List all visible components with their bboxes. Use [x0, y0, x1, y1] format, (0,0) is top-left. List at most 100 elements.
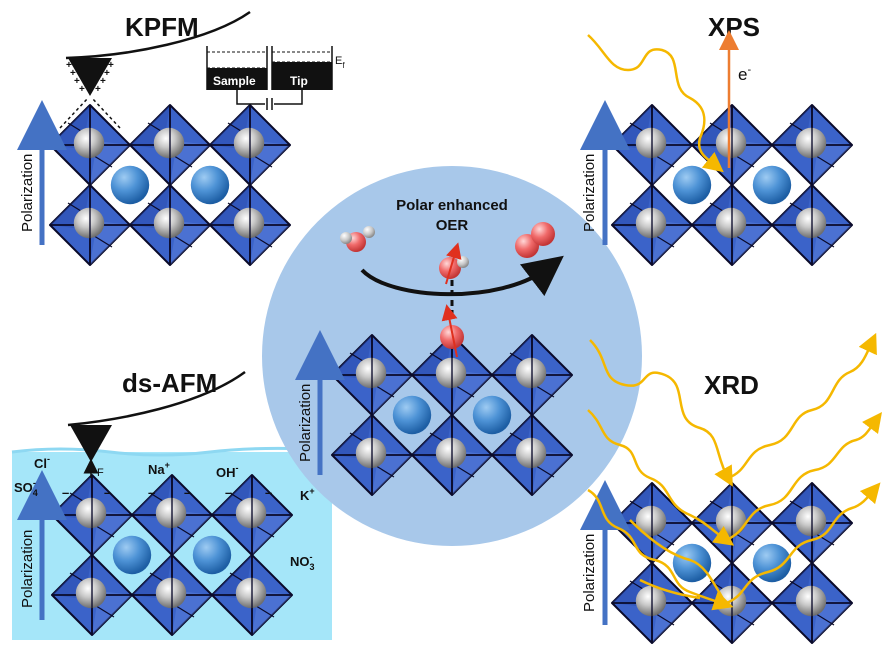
b-site-atom — [233, 207, 265, 239]
polarization-label-xps: Polarization — [581, 154, 598, 232]
octahedron — [611, 184, 693, 266]
svg-text:+: + — [108, 60, 114, 71]
a-site-atom — [752, 165, 792, 205]
b-site-atom — [795, 207, 827, 239]
a-site-atom — [472, 395, 512, 435]
lattice-center — [331, 334, 573, 496]
svg-text:+: + — [79, 84, 85, 95]
octahedron — [691, 184, 773, 266]
center-title-line2: OER — [436, 217, 469, 234]
svg-text:+: + — [100, 76, 106, 87]
octahedron — [611, 562, 693, 644]
b-site-atom — [153, 127, 185, 159]
b-site-atom — [235, 577, 267, 609]
b-site-atom — [155, 577, 187, 609]
svg-text:–: – — [184, 485, 191, 500]
b-site-atom — [795, 127, 827, 159]
octahedron — [491, 414, 573, 496]
svg-text:+: + — [74, 76, 80, 87]
oer-cycle-arrow — [360, 255, 564, 297]
b-site-atom — [515, 357, 547, 389]
octahedron — [611, 104, 693, 186]
svg-text:–: – — [62, 485, 69, 500]
b-site-atom — [635, 505, 667, 537]
octahedron — [331, 414, 413, 496]
dsafm-surface-charges: ––– ––– — [62, 485, 272, 500]
b-site-atom — [73, 127, 105, 159]
octahedron — [491, 334, 573, 416]
svg-text:+: + — [70, 68, 76, 79]
lattice-dsafm — [51, 474, 293, 636]
svg-text:–: – — [265, 485, 272, 500]
svg-text:–: – — [104, 485, 111, 500]
ion-oh: OH- — [216, 463, 239, 480]
a-site-atom — [112, 535, 152, 575]
dsafm-tip-icon — [70, 425, 112, 462]
octahedron — [131, 474, 213, 556]
lattice-xrd — [611, 482, 853, 644]
b-site-atom — [715, 207, 747, 239]
octahedron — [771, 562, 853, 644]
octahedron — [209, 104, 291, 186]
ion-no3: NO3- — [290, 552, 315, 572]
ion-cl: Cl- — [34, 454, 50, 471]
b-site-atom — [795, 505, 827, 537]
b-site-atom — [75, 577, 107, 609]
b-site-atom — [715, 505, 747, 537]
kpfm-surface-charges — [59, 97, 121, 129]
a-site-atom — [672, 165, 712, 205]
hydroxyl-intermediate-icon — [439, 242, 469, 285]
b-site-atom — [155, 497, 187, 529]
octahedron — [771, 482, 853, 564]
b-site-atom — [715, 127, 747, 159]
octahedron — [211, 554, 293, 636]
dsafm-force-label: F — [97, 467, 104, 479]
b-site-atom — [435, 437, 467, 469]
a-site-atom — [192, 535, 232, 575]
svg-text:+: + — [104, 68, 110, 79]
a-site-atom — [110, 165, 150, 205]
a-site-atom — [190, 165, 230, 205]
octahedron — [691, 562, 773, 644]
octahedron — [411, 334, 493, 416]
octahedron — [131, 554, 213, 636]
polarization-label-kpfm: Polarization — [19, 154, 36, 232]
xrd-title: XRD — [704, 370, 759, 400]
octahedron — [49, 184, 131, 266]
kpfm-tip-charges: ++++ ++++ — [66, 60, 114, 95]
water-molecule-icon — [340, 226, 375, 252]
b-site-atom — [635, 127, 667, 159]
octahedron — [611, 482, 693, 564]
octahedron — [771, 184, 853, 266]
b-site-atom — [635, 585, 667, 617]
xps-xray-beam — [587, 34, 724, 173]
octahedron — [209, 184, 291, 266]
octahedron — [51, 554, 133, 636]
b-site-atom — [355, 437, 387, 469]
ion-so4: SO4- — [14, 478, 38, 498]
surface-oxygen-dipole-icon — [440, 304, 464, 358]
xps-title: XPS — [708, 12, 760, 42]
octahedron — [129, 104, 211, 186]
b-site-atom — [795, 585, 827, 617]
a-site-atom — [392, 395, 432, 435]
kpfm-tip-label: Tip — [290, 74, 308, 88]
dsafm-cantilever — [67, 370, 246, 427]
svg-text:+: + — [95, 84, 101, 95]
dsafm-title: ds-AFM — [122, 368, 217, 398]
xrd-xray-beams — [587, 332, 882, 611]
xps-electron-label: e- — [738, 64, 751, 84]
b-site-atom — [73, 207, 105, 239]
polarization-label-center: Polarization — [297, 384, 314, 462]
oxygen-molecule-icon — [515, 222, 555, 258]
kpfm-sample-label: Sample — [213, 74, 256, 88]
b-site-atom — [635, 207, 667, 239]
ion-k: K+ — [300, 486, 315, 503]
ion-na: Na+ — [148, 460, 170, 477]
b-site-atom — [515, 437, 547, 469]
b-site-atom — [75, 497, 107, 529]
center-title-line1: Polar enhanced — [396, 197, 508, 214]
kpfm-cantilever — [65, 10, 251, 60]
b-site-atom — [355, 357, 387, 389]
